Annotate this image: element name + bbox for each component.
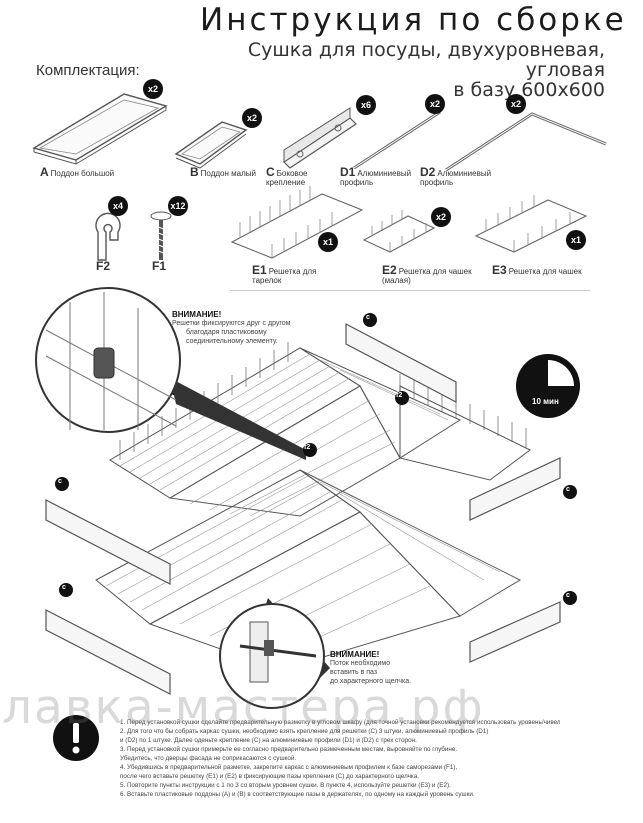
part-d1-letter: D1 [340,165,356,179]
part-c-letter: C [266,165,275,179]
part-f2-qty-badge: x4 [108,196,128,216]
part-d2-qty-badge: x2 [506,94,526,114]
instruction-step-3a: 3. Перед установкой сушки примерьте ее с… [120,746,458,753]
part-e3-letter: E3 [492,263,507,277]
warning-block-1: ВНИМАНИЕ! Решетки фиксируются друг с дру… [172,310,332,346]
warning-2-title: ВНИМАНИЕ! [330,650,380,659]
part-f1-screw-image [150,211,172,260]
part-a-name: Поддон большой [50,169,115,178]
warning-block-2: ВНИМАНИЕ! Поток необходимо вставить в па… [330,650,450,686]
callout-c-1: c [366,314,370,321]
part-b-qty-badge: x2 [242,108,262,128]
part-e2-qty-badge: x2 [431,207,451,227]
part-e1-letter: E1 [252,263,267,277]
subtitle-line-2: в базу 600х600 [453,79,605,101]
instruction-step-2b: и (D2) по 1 штуке. Далее оденьте креплен… [120,737,417,744]
callout-c-2: c [58,478,62,485]
warning-1-line-2: благодаря пластиковому [186,329,267,336]
part-d1-profile-image [353,110,441,170]
part-f1-qty-badge: x12 [168,196,188,216]
part-c-qty-badge: x6 [356,95,376,115]
part-b-letter: B [190,165,199,179]
instruction-step-1: 1. Перед установкой сушки сделайте предв… [120,719,560,726]
part-f1-letter: F1 [152,259,167,273]
part-d1-qty-badge: x2 [425,94,445,114]
part-e3-cup-grid-image [474,195,588,253]
part-a-letter: A [40,165,49,179]
part-e2-letter: E2 [382,263,397,277]
part-d2-name: Алюминиевый профиль [420,169,492,187]
part-d2-letter: D2 [420,165,436,179]
part-f2-letter: F2 [96,259,111,273]
callout-c-4: c [566,486,570,493]
subtitle-line-1: Сушка для посуды, двухуровневая, угловая [247,39,605,81]
instruction-step-3b: Убедитесь, что дверцы фасада не соприкас… [120,755,297,762]
exclamation-icon [53,715,99,761]
warning-2-line-2: вставить в паз [330,669,378,676]
part-a-tray-large-image [32,93,168,165]
part-b-name: Поддон малый [200,169,256,178]
page-title: Инструкция по сборке [200,2,627,38]
part-f2-label: F2 [96,259,112,273]
part-d1-name: Алюминиевый профиль [340,169,412,187]
part-c-side-mount-image [283,107,357,169]
callout-f2-2: f2 [304,444,311,451]
callout-c-3: c [62,584,66,591]
part-c-name: Боковое крепление [266,169,308,187]
instruction-list: 1. Перед установкой сушки сделайте предв… [120,718,560,799]
part-e3-name: Решетка для чашек [508,267,582,276]
page-subtitle: Сушка для посуды, двухуровневая, угловая… [165,40,605,100]
part-e1-plate-grid-image [230,186,364,259]
part-b-tray-small-image [174,121,248,169]
part-e1-qty-badge: x1 [318,232,338,252]
instruction-step-2a: 2. Для того что бы собрать каркас сушки,… [120,728,489,735]
instruction-step-5: 5. Повторите пункты инструкции с 1 по 3 … [120,782,451,789]
warning-2-line-3: до характерного щелчка. [330,678,412,685]
warning-1-title: ВНИМАНИЕ! [172,310,222,319]
warning-1-line-1: Решетки фиксируются друг с другом [172,320,291,327]
part-e3-qty-badge: x1 [566,230,586,250]
part-e2-name: Решетка для чашек (малая) [382,267,472,285]
part-f2-hook-image [95,212,121,261]
callout-c-5: c [566,592,570,599]
instruction-step-4a: 4. Убедившись в предварительной разметке… [120,764,458,771]
part-d2-profile-image [445,112,607,172]
assembly-diagram: 10 мин [35,287,580,709]
kit-label: Комплектация: [36,62,140,79]
part-e1-name: Решетка для тарелок [252,267,317,285]
part-e2-cup-grid-small-image [362,210,436,253]
instruction-step-6: 6. Вставьте пластиковые поддоны (A) и (B… [120,791,475,798]
warning-1-line-3: соединительному элементу. [186,338,278,345]
instruction-step-4b: после чего вставьте решетку (E1) и (E2) … [120,773,420,780]
warning-2-line-1: Поток необходимо [330,660,391,667]
parts-divider [230,290,590,291]
timer-label: 10 мин [532,397,559,406]
part-a-qty-badge: x2 [143,79,163,99]
callout-badges [55,313,577,605]
callout-f2-1: f2 [396,392,403,399]
part-f1-label: F1 [152,259,168,273]
